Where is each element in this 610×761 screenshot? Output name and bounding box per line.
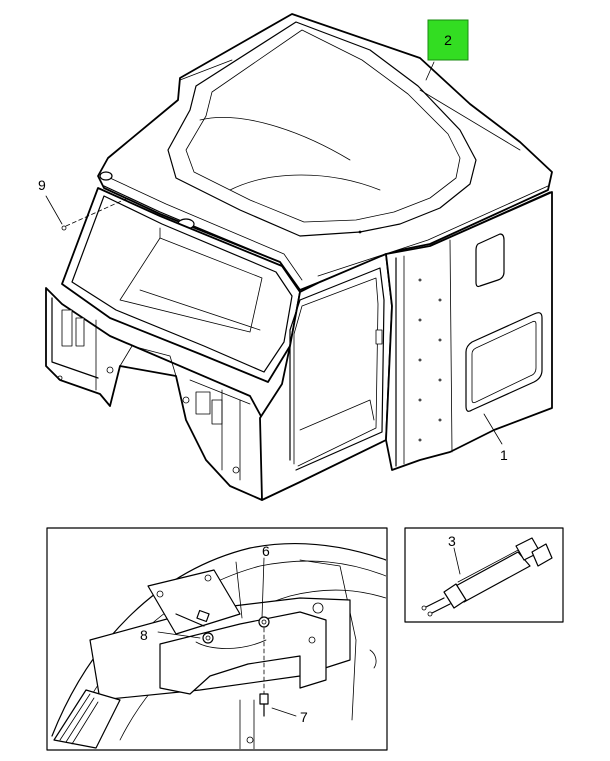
detail-box-mount: 6 8 7 [46, 527, 388, 751]
screw-9-icon [61, 225, 67, 231]
callout-3[interactable]: 3 [448, 533, 456, 549]
callout-7[interactable]: 7 [300, 709, 308, 725]
callout-6[interactable]: 6 [262, 543, 270, 559]
cab-illustration [45, 13, 553, 501]
leader-1 [483, 413, 503, 445]
leader-9 [65, 197, 129, 227]
leader-8 [157, 631, 201, 639]
nut-icon [202, 632, 214, 644]
leader-7 [271, 707, 297, 717]
leader-6 [261, 557, 265, 619]
callout-2[interactable]: 2 [444, 32, 452, 48]
callout-8[interactable]: 8 [140, 627, 148, 643]
leader-2 [425, 61, 435, 81]
nut-icon [258, 616, 270, 628]
callout-9[interactable]: 9 [38, 177, 46, 193]
highlight-box-2[interactable] [427, 19, 469, 61]
callout-1[interactable]: 1 [500, 447, 508, 463]
detail-box-part-3: 3 [404, 527, 564, 623]
leader-3 [453, 547, 461, 575]
